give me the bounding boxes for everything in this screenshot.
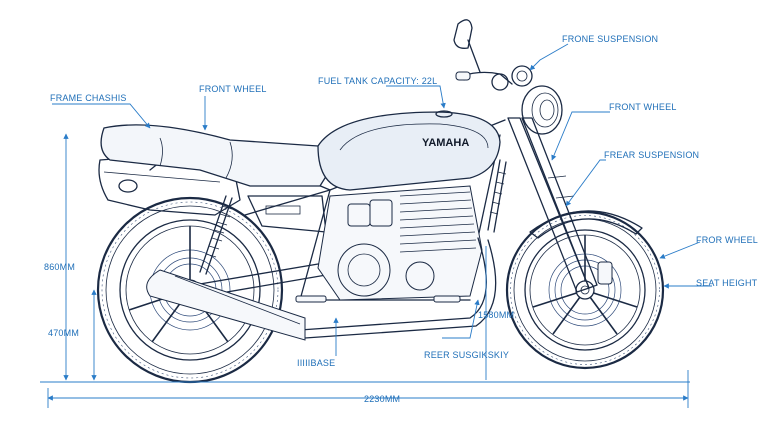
side-cover: [247, 195, 327, 233]
label-seat-height: SEAT HEIGHT: [696, 278, 758, 288]
leader-lines: [52, 43, 712, 356]
cylinder-fins: [399, 191, 477, 253]
dim-clearance: 1580MM: [478, 310, 514, 320]
seat: [100, 124, 334, 187]
handlebar: [455, 39, 513, 85]
engine-case: [337, 243, 435, 297]
fuel-tank: YAMAHA: [317, 110, 501, 191]
dim-height-lower: 470MM: [48, 328, 79, 338]
front-wheel: [505, 210, 665, 370]
label-frame-chassis: FRAME CHASHIS: [50, 93, 127, 103]
label-wheelbase: IIIIIBASE: [297, 358, 335, 368]
front-wheel-spokes: [532, 235, 638, 335]
rear-shock: [199, 159, 507, 275]
exhaust: [146, 237, 497, 341]
label-rear-suspension: FREAR SUSPENSION: [604, 150, 699, 160]
footpeg: [295, 295, 461, 303]
label-fuel-tank: FUEL TANK CAPACITY: 22L: [318, 76, 437, 86]
brand-logo: YAMAHA: [422, 137, 469, 149]
mirror: [453, 19, 473, 49]
tail-light: [118, 179, 138, 193]
carburetors: [347, 199, 393, 227]
engine: [317, 185, 483, 301]
headlight: [521, 85, 563, 135]
label-fror-wheel: FROR WHEEL: [696, 235, 758, 245]
dimension-lines: [40, 133, 690, 408]
rear-fender: [98, 149, 241, 216]
callout-labels: FRAME CHASHIS FRONT WHEEL FUEL TANK CAPA…: [44, 34, 758, 404]
instrument-gauges: [491, 65, 533, 91]
label-reer-suspension: REER SUSGIKSKIY: [424, 350, 509, 360]
brake-caliper: [597, 261, 613, 285]
front-fork: [507, 117, 598, 293]
label-front-wheel-right: FRONT WHEEL: [609, 102, 677, 112]
dim-length-total: 2230MM: [364, 394, 400, 404]
label-front-wheel-top: FRONT WHEEL: [199, 84, 267, 94]
dim-height-total: 860MM: [44, 262, 75, 272]
label-front-suspension: FRONE SUSPENSION: [562, 34, 658, 44]
